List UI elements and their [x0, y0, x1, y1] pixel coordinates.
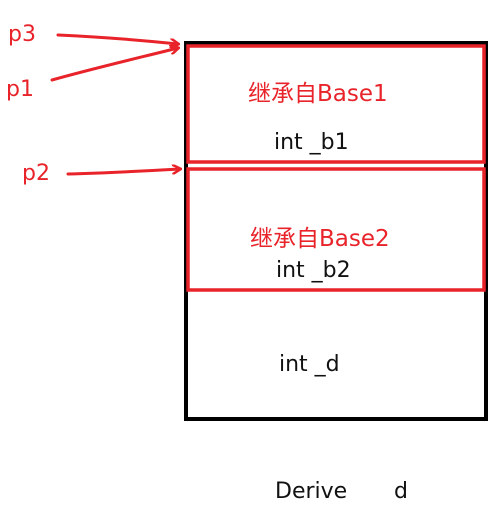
derive-object-outline — [184, 41, 488, 421]
base1-subobject-box — [186, 44, 486, 164]
pointer-arrow-p1 — [50, 48, 178, 82]
caption-var-name: d — [394, 479, 408, 504]
pointer-label-p2: p2 — [22, 161, 50, 186]
base2-heading: 继承自Base2 — [250, 226, 390, 252]
pointer-arrow-p3 — [56, 33, 178, 44]
base2-subobject-box — [186, 167, 486, 292]
base2-member: int _b2 — [276, 258, 351, 283]
pointer-arrow-p2 — [66, 169, 180, 176]
pointer-label-p1: p1 — [6, 77, 34, 102]
base1-member: int _b1 — [274, 130, 349, 155]
caption-type-name: Derive — [275, 479, 347, 504]
pointer-label-p3: p3 — [8, 22, 36, 47]
base1-heading: 继承自Base1 — [248, 81, 388, 107]
derived-member: int _d — [279, 352, 340, 377]
